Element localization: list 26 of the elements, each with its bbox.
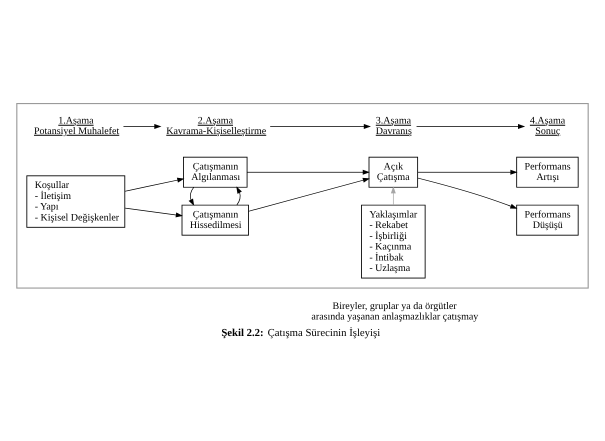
arrow	[124, 208, 183, 218]
node-box: Açık Çatışma	[368, 156, 418, 188]
arrow	[124, 178, 184, 192]
arrow	[246, 170, 370, 175]
node-text: 2.Aşama Kavrama-Kişiselleştirme	[166, 116, 266, 137]
arrow	[188, 186, 194, 206]
arrow	[390, 186, 396, 206]
arrow	[418, 170, 518, 175]
node-text: 4.Aşama Sonuç	[530, 116, 566, 137]
arrow	[416, 124, 526, 129]
node-text: 1.Aşama Potansiyel Muhalefet	[34, 116, 120, 137]
arrow	[236, 186, 242, 206]
arrow	[417, 178, 518, 209]
node-box: Performans Düşüşü	[516, 204, 579, 236]
arrow	[123, 124, 162, 129]
label: Bireyler, gruplar ya da örgütler arasında yaşanan anlaşmazlıklar çatışmay	[311, 300, 478, 323]
arrow	[270, 124, 371, 129]
caption: Şekil 2.2: Çatışma Sürecinin İşleyişi	[221, 326, 380, 339]
cluster	[16, 103, 589, 289]
node-box: Koşullar - İletişim - Yapı - Kişisel Değişkenler	[26, 175, 126, 228]
node-box: Çatışmanın Hissedilmesi	[182, 204, 249, 236]
arrow	[248, 178, 370, 212]
node-box: Çatışmanın Algılanması	[183, 156, 248, 188]
node-box: Yaklaşımlar - Rekabet - İşbirliği - Kaçınma - İntibak - Uzlaşma	[361, 204, 426, 278]
node-text: 3.Aşama Davranış	[376, 116, 412, 137]
node-box: Performans Artışı	[516, 156, 579, 188]
